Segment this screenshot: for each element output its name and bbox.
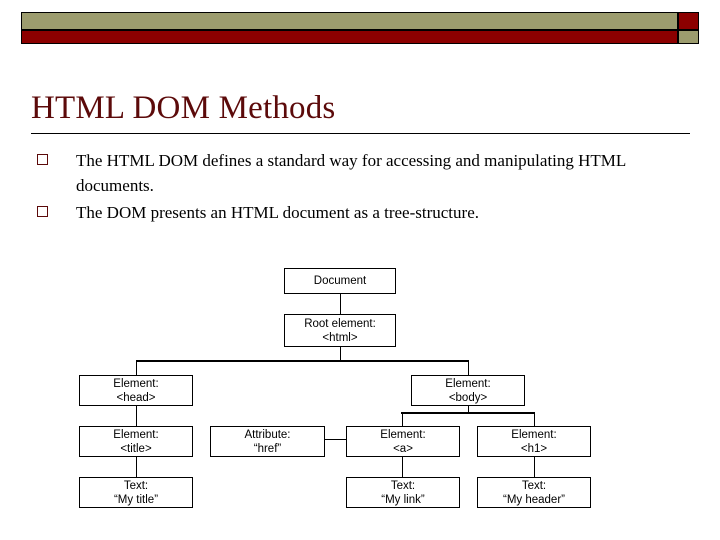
connector-bus-to-anchor bbox=[401, 412, 403, 426]
node-label-line1: Root element: bbox=[304, 317, 376, 330]
list-item: The DOM presents an HTML document as a t… bbox=[37, 200, 697, 225]
connector-bus-to-head bbox=[135, 360, 137, 375]
connector-body-stem bbox=[467, 402, 469, 412]
node-text-my-title: Text: “My title” bbox=[79, 477, 193, 508]
node-label-line2: “href” bbox=[253, 442, 282, 455]
node-label-line1: Attribute: bbox=[244, 428, 291, 441]
node-element-anchor: Element: <a> bbox=[346, 426, 460, 457]
node-label-line1: Element: bbox=[380, 428, 426, 441]
node-element-h1: Element: <h1> bbox=[477, 426, 591, 457]
connector-document-to-root bbox=[339, 294, 341, 314]
node-label-line1: Text: bbox=[390, 479, 416, 492]
bullet-list: The HTML DOM defines a standard way for … bbox=[37, 148, 697, 227]
node-label-line2: <a> bbox=[393, 442, 413, 455]
node-label-line2: <body> bbox=[448, 391, 488, 404]
connector-bus-to-body bbox=[467, 360, 469, 375]
bullet-text: The HTML DOM defines a standard way for … bbox=[76, 151, 626, 195]
square-bullet-icon bbox=[37, 154, 48, 165]
node-label-line1: Element: bbox=[511, 428, 557, 441]
title-divider bbox=[31, 133, 690, 134]
node-label-line2: “My header” bbox=[503, 493, 565, 506]
connector-root-stem bbox=[339, 347, 341, 361]
node-label-line2: <title> bbox=[120, 442, 152, 455]
node-label-line1: Element: bbox=[113, 428, 159, 441]
node-document: Document bbox=[284, 268, 396, 294]
node-label-line2: “My link” bbox=[381, 493, 425, 506]
node-element-head: Element: <head> bbox=[79, 375, 193, 406]
connector-root-bus bbox=[136, 360, 468, 362]
node-label-line1: Text: bbox=[521, 479, 547, 492]
banner-maroon-bar bbox=[21, 30, 678, 44]
node-label-line1: Element: bbox=[113, 377, 159, 390]
connector-title-to-text bbox=[135, 453, 137, 477]
square-bullet-icon bbox=[37, 206, 48, 217]
node-element-body: Element: <body> bbox=[411, 375, 525, 406]
connector-attr-to-anchor bbox=[325, 438, 346, 440]
node-label-line1: Document bbox=[313, 275, 367, 287]
banner-square-maroon bbox=[678, 12, 699, 30]
connector-bus-to-h1 bbox=[533, 412, 535, 426]
list-item: The HTML DOM defines a standard way for … bbox=[37, 148, 697, 198]
node-text-my-link: Text: “My link” bbox=[346, 477, 460, 508]
node-attribute-href: Attribute: “href” bbox=[210, 426, 325, 457]
node-label-line2: <h1> bbox=[520, 442, 548, 455]
page-title: HTML DOM Methods bbox=[31, 90, 336, 126]
node-element-title: Element: <title> bbox=[79, 426, 193, 457]
connector-anchor-to-text bbox=[401, 453, 403, 477]
connector-head-to-title bbox=[135, 402, 137, 426]
header-banner bbox=[21, 12, 699, 44]
node-label-line2: <head> bbox=[116, 391, 156, 404]
node-root-element: Root element: <html> bbox=[284, 314, 396, 347]
node-label-line1: Element: bbox=[445, 377, 491, 390]
html-dom-tree-diagram: Document Root element: <html> Element: <… bbox=[0, 250, 720, 520]
banner-square-olive bbox=[678, 30, 699, 44]
connector-h1-to-text bbox=[533, 453, 535, 477]
bullet-text: The DOM presents an HTML document as a t… bbox=[76, 203, 479, 222]
node-label-line1: Text: bbox=[123, 479, 149, 492]
banner-olive-bar bbox=[21, 12, 678, 30]
connector-body-bus bbox=[401, 412, 534, 414]
node-label-line2: “My title” bbox=[113, 493, 159, 506]
node-text-my-header: Text: “My header” bbox=[477, 477, 591, 508]
node-label-line2: <html> bbox=[322, 331, 358, 344]
